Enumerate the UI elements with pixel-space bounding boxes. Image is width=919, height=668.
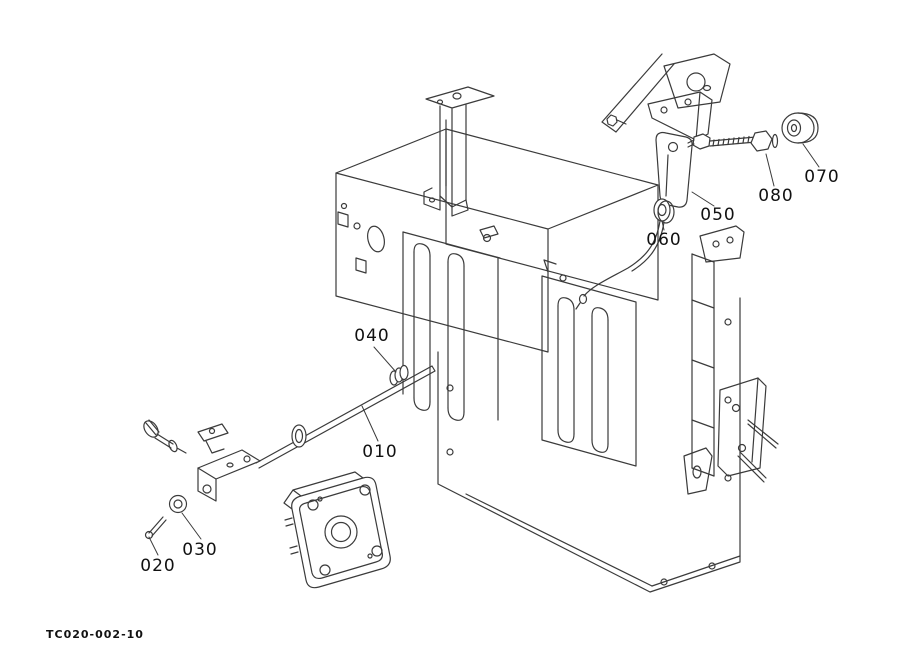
slotted-shield-panels [402, 231, 637, 467]
leader-lines [148, 143, 820, 556]
control-rod-assembly [143, 364, 436, 540]
rear-panel [437, 297, 741, 593]
callout-030: 030 [182, 540, 218, 560]
flange-plate [283, 471, 391, 589]
console-frame [335, 128, 659, 353]
upper-mount-bracket [423, 86, 495, 217]
callout-080: 080 [758, 186, 794, 206]
lever-assembly [575, 53, 819, 310]
callout-060: 060 [646, 230, 682, 250]
callout-040: 040 [354, 326, 390, 346]
callout-070: 070 [804, 167, 840, 187]
drawing-code: TC020-002-10 [46, 628, 144, 641]
callout-010: 010 [362, 442, 398, 462]
callout-050: 050 [700, 205, 736, 225]
right-frame-member [683, 225, 779, 495]
callout-020: 020 [140, 556, 176, 576]
